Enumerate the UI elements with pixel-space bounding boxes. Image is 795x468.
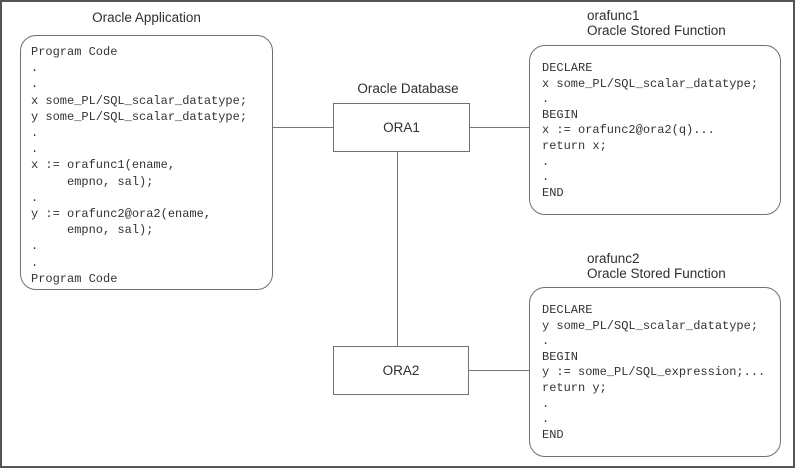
application-box: Program Code . . x some_PL/SQL_scalar_da… xyxy=(20,35,273,290)
orafunc2-box: DECLARE y some_PL/SQL_scalar_datatype; .… xyxy=(529,287,781,457)
connector-application-ora1 xyxy=(273,127,333,128)
ora1-label: ORA1 xyxy=(383,120,420,135)
orafunc1-subtitle: Oracle Stored Function xyxy=(587,23,726,38)
connector-ora1-orafunc1 xyxy=(470,127,529,128)
orafunc1-box: DECLARE x some_PL/SQL_scalar_datatype; .… xyxy=(529,45,781,215)
orafunc2-name: orafunc2 xyxy=(587,251,640,266)
ora2-label: ORA2 xyxy=(382,363,420,378)
connector-ora1-ora2 xyxy=(397,152,398,346)
orafunc1-name: orafunc1 xyxy=(587,8,640,23)
orafunc1-code: DECLARE x some_PL/SQL_scalar_datatype; .… xyxy=(542,61,759,200)
orafunc2-subtitle: Oracle Stored Function xyxy=(587,266,726,281)
connector-ora2-orafunc2 xyxy=(469,370,529,371)
orafunc2-title: orafunc2 Oracle Stored Function xyxy=(587,251,726,281)
application-title: Oracle Application xyxy=(92,10,201,25)
orafunc1-title: orafunc1 Oracle Stored Function xyxy=(587,8,726,38)
database-label: Oracle Database xyxy=(357,81,459,96)
database-node-ora2: ORA2 xyxy=(333,346,469,395)
application-code: Program Code . . x some_PL/SQL_scalar_da… xyxy=(31,45,248,286)
orafunc2-code: DECLARE y some_PL/SQL_scalar_datatype; .… xyxy=(542,303,766,442)
database-node-ora1: ORA1 xyxy=(333,103,470,152)
